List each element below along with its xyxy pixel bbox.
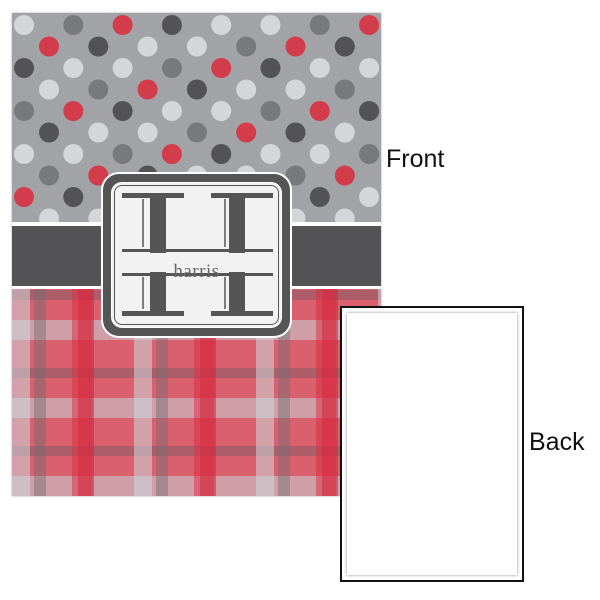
front-poster: harris bbox=[12, 13, 381, 496]
polka-dot bbox=[63, 144, 84, 164]
polka-dot bbox=[63, 187, 84, 207]
polka-dot bbox=[63, 101, 84, 121]
back-poster bbox=[340, 306, 524, 582]
polka-dot bbox=[39, 165, 59, 186]
polka-dot bbox=[39, 122, 59, 143]
polka-dot bbox=[285, 208, 306, 223]
polka-dot bbox=[260, 58, 281, 78]
polka-dot bbox=[186, 122, 207, 143]
polka-dot bbox=[359, 187, 380, 207]
back-label: Back bbox=[529, 428, 585, 456]
polka-dot bbox=[260, 101, 281, 121]
back-paper bbox=[347, 313, 517, 575]
polka-dot bbox=[88, 122, 109, 143]
polka-dot bbox=[161, 101, 182, 121]
polka-dot bbox=[211, 101, 232, 121]
polka-dot bbox=[334, 36, 355, 57]
monogram-letter bbox=[122, 193, 273, 316]
polka-dot bbox=[334, 122, 355, 143]
polka-dot bbox=[359, 15, 380, 35]
polka-dot bbox=[359, 144, 380, 164]
polka-dot bbox=[309, 144, 330, 164]
polka-dot bbox=[334, 165, 355, 186]
polka-dot bbox=[285, 165, 306, 186]
polka-dot bbox=[63, 58, 84, 78]
polka-dot bbox=[112, 101, 133, 121]
polka-dot bbox=[260, 15, 281, 35]
polka-dot bbox=[211, 15, 232, 35]
front-label: Front bbox=[386, 145, 445, 173]
polka-dot bbox=[14, 15, 34, 35]
polka-dot bbox=[309, 15, 330, 35]
polka-dot bbox=[334, 79, 355, 100]
polka-dot bbox=[14, 101, 34, 121]
polka-dot bbox=[88, 36, 109, 57]
polka-dot bbox=[285, 36, 306, 57]
polka-dot bbox=[359, 101, 380, 121]
polka-dot bbox=[112, 15, 133, 35]
polka-dot bbox=[137, 36, 158, 57]
polka-dot bbox=[161, 58, 182, 78]
polka-dot bbox=[211, 58, 232, 78]
polka-dot bbox=[112, 144, 133, 164]
polka-dot bbox=[236, 122, 257, 143]
polka-dot bbox=[161, 144, 182, 164]
polka-dot bbox=[236, 79, 257, 100]
polka-dot bbox=[309, 58, 330, 78]
polka-dot bbox=[14, 187, 34, 207]
polka-dot bbox=[14, 144, 34, 164]
polka-dot bbox=[309, 101, 330, 121]
polka-dot bbox=[186, 36, 207, 57]
polka-dot bbox=[359, 58, 380, 78]
polka-dot bbox=[63, 15, 84, 35]
polka-dot bbox=[161, 15, 182, 35]
plaid-pattern bbox=[12, 289, 381, 496]
polka-dot bbox=[309, 187, 330, 207]
polka-dot bbox=[285, 122, 306, 143]
polka-dot bbox=[285, 79, 306, 100]
polka-dot bbox=[14, 58, 34, 78]
polka-dot bbox=[88, 79, 109, 100]
monogram-name: harris bbox=[173, 261, 220, 282]
monogram-badge: harris bbox=[103, 174, 290, 336]
polka-dot bbox=[236, 36, 257, 57]
polka-dot bbox=[88, 165, 109, 186]
polka-dot bbox=[186, 79, 207, 100]
polka-dot bbox=[39, 36, 59, 57]
polka-dot bbox=[112, 58, 133, 78]
polka-dot bbox=[334, 208, 355, 223]
polka-dot bbox=[39, 208, 59, 223]
polka-dot bbox=[137, 122, 158, 143]
polka-dot bbox=[211, 144, 232, 164]
polka-dot bbox=[137, 79, 158, 100]
polka-dot bbox=[260, 144, 281, 164]
polka-dot bbox=[39, 79, 59, 100]
